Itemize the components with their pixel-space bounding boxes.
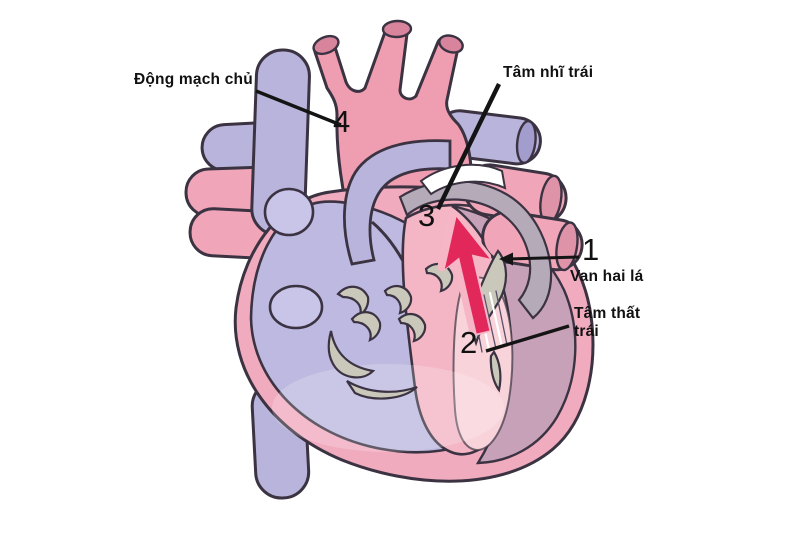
label-aorta: Động mạch chủ: [134, 71, 253, 88]
arrow-body: [444, 217, 490, 334]
leader-line-mitral-valve: [506, 255, 580, 261]
vena-cava-opening-inferior: [268, 284, 324, 330]
atrium-band: [398, 180, 553, 320]
label-left-atrium-text: Tâm nhĩ trái: [503, 64, 594, 81]
highlight: [272, 364, 504, 452]
vessel-opening: [515, 119, 537, 165]
label-left-ventricle-number: 2: [460, 325, 478, 360]
tricuspid-valve-leaflet: [336, 285, 370, 318]
tricuspid-valve-leaflet: [350, 311, 382, 342]
vena-cava-opening-superior: [263, 187, 315, 237]
label-left-atrium-number: 3: [418, 198, 436, 233]
aorta-branch-opening: [312, 34, 340, 56]
label-aorta-text: Động mạch chủ: [134, 71, 253, 88]
pulmonary-trunk: [343, 139, 452, 266]
papillary-muscle: [489, 350, 502, 393]
leader-arrowhead-mitral-valve: [499, 252, 513, 266]
label-left-ventricle-line2: trái: [574, 323, 599, 340]
eustachian-valve: [346, 380, 418, 400]
leader-line-left-ventricle: [485, 324, 570, 353]
pulmonary-valve-leaflet: [383, 284, 413, 315]
label-left-ventricle-line1: Tâm thất: [574, 305, 641, 322]
label-mitral-valve-number: 1: [582, 232, 600, 267]
pulmonary-valve-leaflet: [397, 312, 427, 343]
tricuspid-valve-leaflet: [327, 330, 376, 379]
label-left-ventricle: Tâm thất trái: [574, 305, 640, 341]
leader-line-left-atrium: [436, 83, 501, 210]
aorta-branch-opening: [381, 19, 413, 39]
leader-lines: [255, 83, 580, 353]
label-mitral-valve-text: Van hai lá: [570, 268, 644, 285]
leader-line-aorta: [255, 89, 342, 127]
label-mitral-valve: Van hai lá: [570, 268, 644, 285]
label-left-atrium: Tâm nhĩ trái: [503, 64, 593, 81]
label-aorta-number: 4: [333, 104, 351, 139]
aorta-branch-opening: [438, 34, 464, 54]
blood-flow-arrow: [437, 210, 492, 336]
